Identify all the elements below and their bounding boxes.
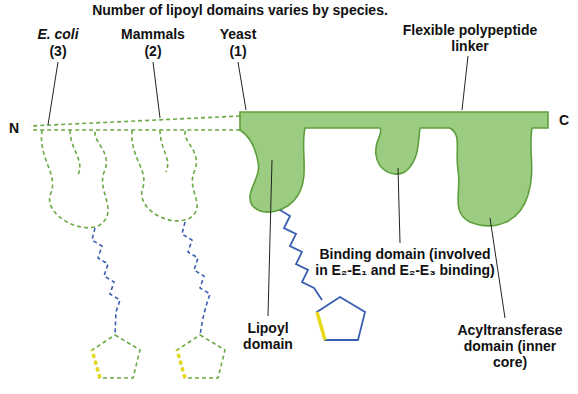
terminus-label: N	[4, 120, 24, 136]
species-name: Yeast	[208, 26, 268, 42]
domain-count: (3)	[38, 43, 78, 59]
domain-label: Lipoyl domain	[228, 320, 308, 352]
domain-label: Binding domain (involved in E₂-E₁ and E₂…	[315, 246, 495, 278]
species-name: E. coli	[23, 26, 93, 42]
domain-count: (1)	[218, 43, 258, 59]
domain-count: (2)	[133, 43, 173, 59]
domain-label: Acyltransferase domain (inner core)	[445, 322, 575, 370]
species-name: Mammals	[113, 26, 193, 42]
linker-label: Flexible polypeptide linker	[400, 22, 540, 54]
figure-title: Number of lipoyl domains varies by speci…	[75, 2, 405, 18]
terminus-label: C	[554, 112, 574, 128]
